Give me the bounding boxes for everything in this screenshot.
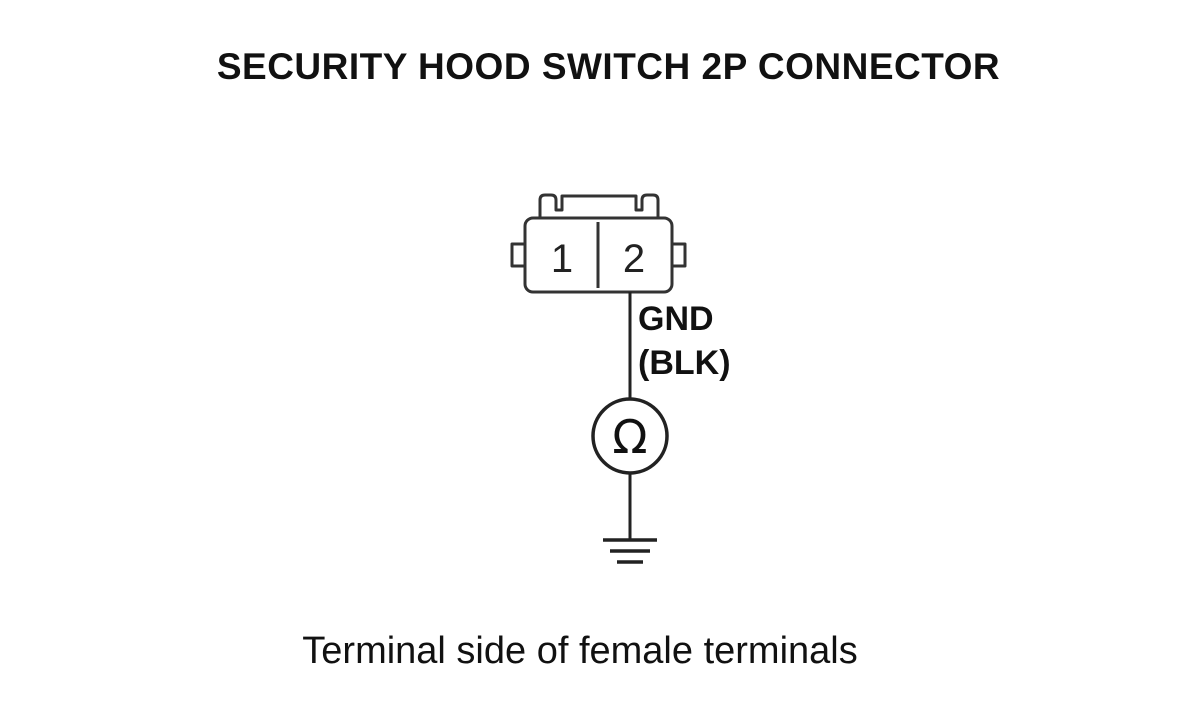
view-caption: Terminal side of female terminals xyxy=(302,630,858,672)
ground-icon xyxy=(603,538,657,564)
wire-signal-label: GND xyxy=(638,300,714,338)
diagram-title: SECURITY HOOD SWITCH 2P CONNECTOR xyxy=(216,46,1001,87)
pin-1-label: 1 xyxy=(551,237,573,281)
ohm-symbol: Ω xyxy=(612,410,647,464)
connector-2p xyxy=(510,193,687,294)
wire-color-label: (BLK) xyxy=(638,344,731,382)
pin-2-label: 2 xyxy=(623,237,645,281)
